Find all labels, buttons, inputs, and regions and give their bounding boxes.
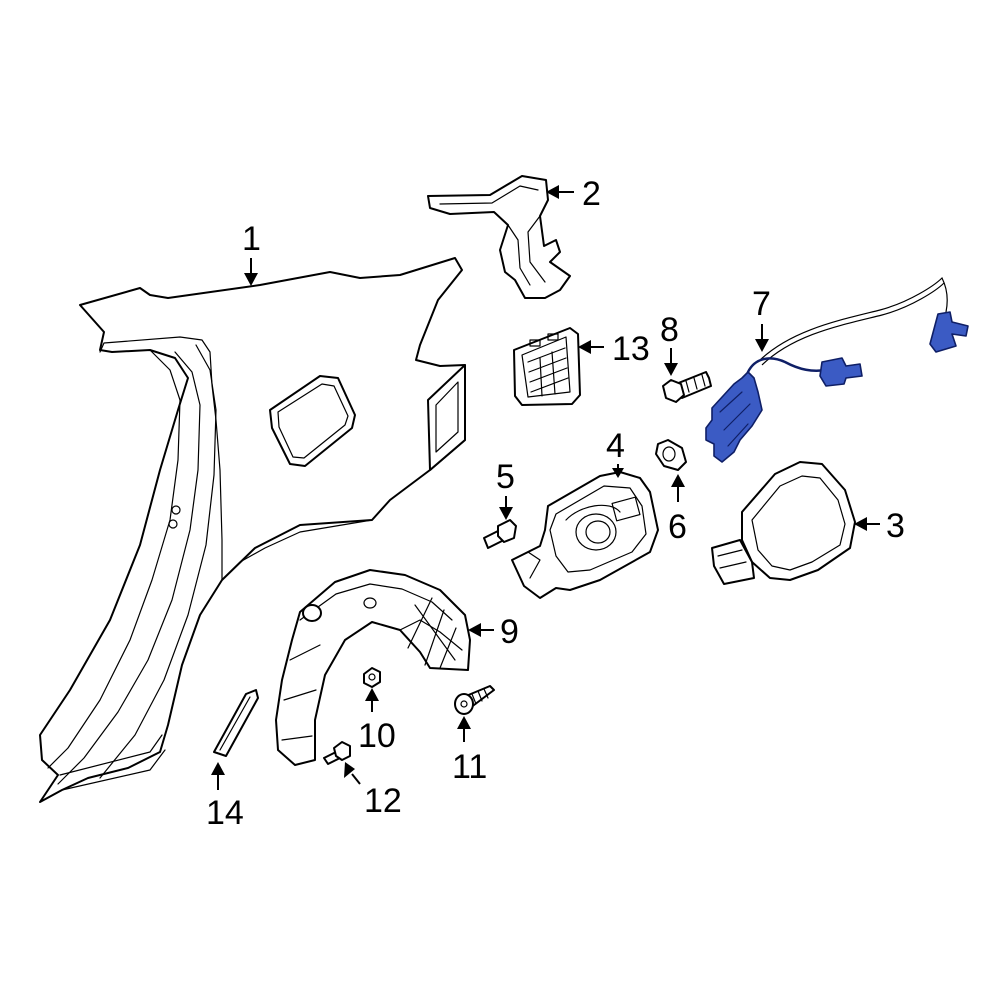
part-5-clip[interactable]: [483, 519, 517, 549]
callout-label-8: 8: [660, 311, 679, 349]
arrow-3: [854, 517, 867, 531]
callout-10: 10: [358, 688, 396, 755]
part-8-bolt[interactable]: [662, 371, 712, 403]
callout-13: 13: [578, 330, 650, 368]
callout-12: 12: [344, 762, 402, 820]
callout-8: 8: [660, 311, 679, 376]
part-3-fuel-door[interactable]: [711, 461, 856, 585]
part-10-nut[interactable]: [363, 667, 381, 688]
part-12-bolt[interactable]: [323, 741, 351, 765]
release-cable-outer: [761, 282, 945, 366]
callout-5: 5: [496, 458, 515, 520]
callout-1: 1: [242, 220, 261, 286]
part-2-bracket[interactable]: [427, 175, 571, 299]
leader-line-12: [351, 773, 361, 785]
part-14-trim-strip[interactable]: [213, 689, 259, 757]
callout-label-13: 13: [612, 330, 650, 368]
wire-harness: [746, 357, 828, 374]
arrow-2: [546, 185, 559, 199]
arrow-7: [755, 339, 769, 352]
callout-14: 14: [206, 762, 244, 832]
cable-end-connector: [929, 311, 969, 353]
arrow-13: [578, 340, 591, 354]
callout-4: 4: [606, 427, 625, 478]
callout-11: 11: [452, 716, 487, 786]
callout-label-2: 2: [582, 175, 601, 213]
arrow-9: [468, 623, 481, 637]
arrow-1: [244, 273, 258, 286]
arrow-10: [365, 688, 379, 701]
part-6-ring[interactable]: [655, 439, 687, 471]
harness-connector: [819, 357, 863, 387]
release-cable: [757, 276, 948, 363]
arrow-12: [344, 762, 355, 778]
part-13-vent-grille[interactable]: [513, 327, 581, 406]
callout-label-7: 7: [752, 285, 771, 323]
callout-label-11: 11: [452, 748, 487, 786]
part-9-wheelhouse-liner[interactable]: [275, 569, 471, 766]
arrow-5: [499, 507, 513, 520]
callout-label-12: 12: [364, 782, 402, 820]
arrow-8: [664, 363, 678, 376]
actuator-body: [705, 371, 763, 463]
part-1-quarter-panel[interactable]: [39, 257, 466, 803]
part-4-filler-housing[interactable]: [511, 471, 659, 599]
callout-2: 2: [546, 175, 601, 213]
callout-6: 6: [668, 474, 687, 546]
callout-label-4: 4: [606, 427, 625, 465]
callout-label-10: 10: [358, 717, 396, 755]
callout-label-1: 1: [242, 220, 261, 258]
arrow-14: [211, 762, 225, 775]
callout-3: 3: [854, 507, 905, 545]
arrow-11: [457, 716, 471, 729]
part-7-fuel-door-actuator[interactable]: [705, 276, 969, 463]
callout-label-9: 9: [500, 613, 519, 651]
callout-7: 7: [752, 285, 771, 352]
callout-label-6: 6: [668, 508, 687, 546]
arrow-4: [612, 468, 624, 478]
callout-label-14: 14: [206, 794, 244, 832]
arrow-6: [671, 474, 685, 487]
callout-9: 9: [468, 613, 519, 651]
part-11-screw[interactable]: [454, 685, 495, 715]
callout-label-3: 3: [886, 507, 905, 545]
callout-label-5: 5: [496, 458, 515, 496]
